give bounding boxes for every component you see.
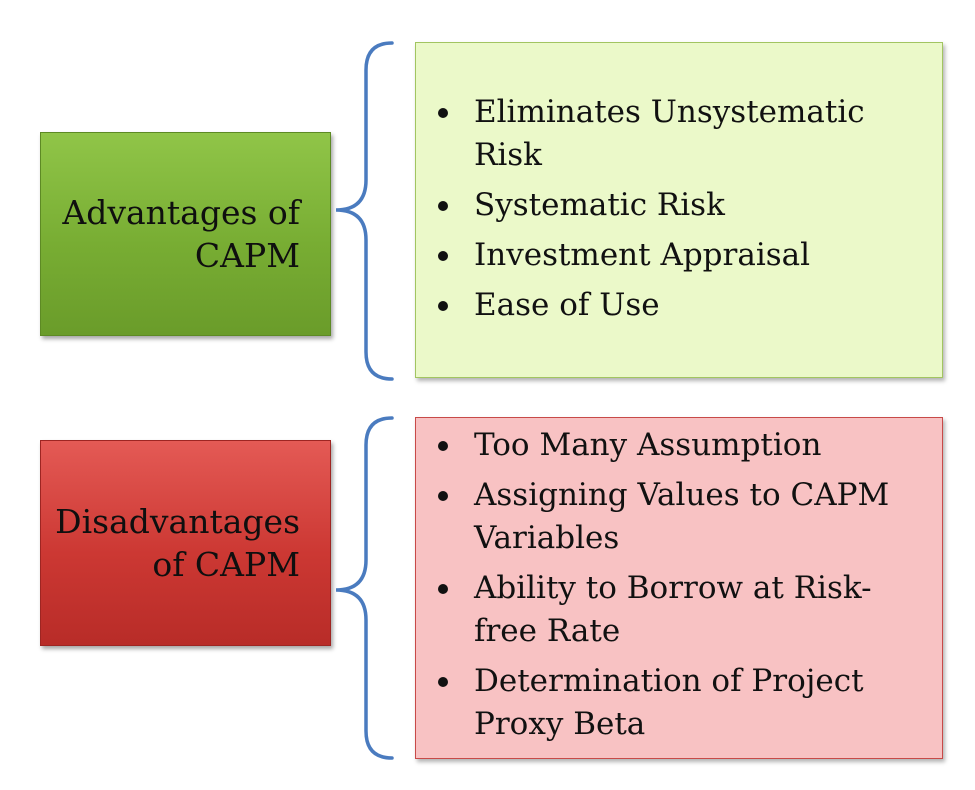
- list-item: Too Many Assumption: [416, 424, 922, 467]
- bullet-icon: [438, 251, 448, 261]
- list-item: Systematic Risk: [416, 184, 922, 227]
- advantages-label-box: Advantages of CAPM: [40, 132, 331, 336]
- advantages-label: Advantages of CAPM: [62, 191, 300, 277]
- list-item: Ease of Use: [416, 284, 922, 327]
- bullet-icon: [438, 301, 448, 311]
- list-item: Assigning Values to CAPM Variables: [416, 474, 922, 560]
- list-item: Investment Appraisal: [416, 234, 922, 277]
- disadvantages-list: Too Many Assumption Assigning Values to …: [416, 424, 922, 746]
- advantages-label-line1: Advantages of: [62, 193, 300, 232]
- bullet-icon: [438, 201, 448, 211]
- bullet-icon: [438, 677, 448, 687]
- list-item: Ability to Borrow at Risk-free Rate: [416, 567, 922, 653]
- advantages-list: Eliminates Unsystematic Risk Systematic …: [416, 91, 922, 327]
- list-item: Eliminates Unsystematic Risk: [416, 91, 922, 177]
- bullet-icon: [438, 491, 448, 501]
- disadvantages-label: Disadvantages of CAPM: [55, 500, 300, 586]
- bullet-icon: [438, 441, 448, 451]
- advantages-label-line2: CAPM: [194, 236, 300, 275]
- bullet-icon: [438, 584, 448, 594]
- disadvantages-label-line2: of CAPM: [152, 545, 300, 584]
- disadvantages-label-line1: Disadvantages: [55, 502, 300, 541]
- disadvantages-panel: Too Many Assumption Assigning Values to …: [415, 417, 943, 759]
- list-item: Determination of Project Proxy Beta: [416, 660, 922, 746]
- disadvantages-brace-icon: [335, 416, 394, 760]
- advantages-panel: Eliminates Unsystematic Risk Systematic …: [415, 42, 943, 378]
- advantages-brace-icon: [335, 41, 394, 381]
- bullet-icon: [438, 108, 448, 118]
- disadvantages-label-box: Disadvantages of CAPM: [40, 440, 331, 646]
